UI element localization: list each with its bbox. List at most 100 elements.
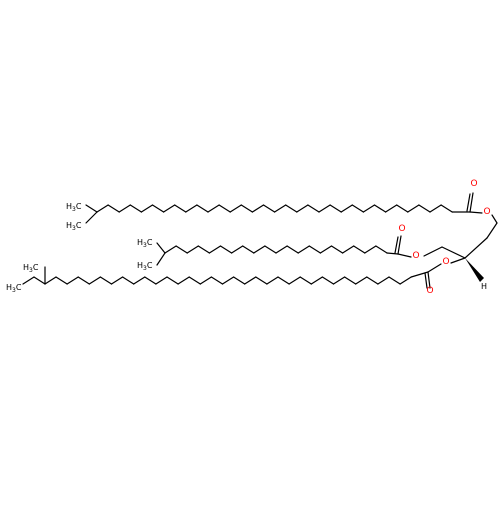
chain1-bond-6 xyxy=(163,204,176,213)
chain2-bond-12 xyxy=(297,245,310,254)
label-layer: O O O O O O H H3C H3C H3C H3C H3C H3C xyxy=(6,179,491,296)
chain1-bond-14 xyxy=(251,204,265,213)
chain1-ester-oxygen: O xyxy=(483,207,490,217)
chain1-bond-27 xyxy=(396,204,409,213)
chain2-bond-18 xyxy=(364,245,377,254)
glycerol-c2-c3 xyxy=(441,246,466,259)
chain2-c-o xyxy=(397,253,412,258)
chain1-methyl-upper: H3C xyxy=(66,202,82,213)
chain2-bond-13 xyxy=(308,245,321,254)
chain3-bond-14 xyxy=(199,276,212,285)
chain3-bond-25 xyxy=(321,276,335,285)
chain1-bond-9 xyxy=(196,204,209,213)
chain3-bond-21 xyxy=(277,276,290,285)
chain2-bond-15 xyxy=(330,245,344,254)
chain3-ethyl-b xyxy=(33,276,46,285)
chain3-bond-11 xyxy=(166,276,179,285)
chain1-bond-8 xyxy=(185,204,198,213)
chain1-branch-lower xyxy=(85,211,98,224)
glycerol-c1-c2 xyxy=(464,237,488,259)
chain2-bond-19 xyxy=(375,245,388,254)
chain2-bond-5 xyxy=(219,245,233,254)
chain1-carbonyl-a xyxy=(469,192,474,213)
chain2-bond-14 xyxy=(319,245,333,254)
glycerol-c3-o xyxy=(423,246,443,257)
chain3-methyl-upper: H3C xyxy=(6,283,22,294)
chain1-bond-24 xyxy=(362,204,376,213)
chain3-bond-9 xyxy=(144,276,157,285)
chain2-bond-0 xyxy=(164,245,177,254)
chain3-bond-31 xyxy=(388,276,401,285)
chain2-methyl-lower: H3C xyxy=(137,261,153,272)
chain2-ester-oxygen: O xyxy=(412,251,419,261)
chain1-carbonyl-b xyxy=(466,193,471,212)
chain3-bond-8 xyxy=(133,276,146,285)
chain3-bond-22 xyxy=(288,276,301,285)
chain3-bond-6 xyxy=(110,276,124,285)
chain3-bond-5 xyxy=(99,276,113,285)
chain3-bond-18 xyxy=(244,276,257,285)
chain1-bond-31 xyxy=(440,204,453,213)
chain1-bond-23 xyxy=(351,204,364,213)
chain3-bond-23 xyxy=(299,276,312,285)
chain2-methyl-upper: H3C xyxy=(137,238,153,249)
chain1-bond-10 xyxy=(207,204,220,213)
chain2-bond-8 xyxy=(253,245,266,254)
chain1-bond-15 xyxy=(262,204,276,213)
chain1-bond-1 xyxy=(107,204,120,213)
chain1-bond-3 xyxy=(129,204,142,213)
chain1-carbonyl-oxygen: O xyxy=(470,179,477,189)
chain3-carbonyl-a xyxy=(427,271,431,289)
chain1-ch2-glycerol xyxy=(486,222,498,239)
chain1-bond-11 xyxy=(218,204,231,213)
chain1-bond-19 xyxy=(307,204,320,213)
chain2-carbonyl-a xyxy=(397,235,402,255)
chain3-ethyl-a xyxy=(22,276,35,285)
chain3-c-o xyxy=(427,263,442,273)
chain1-bond-25 xyxy=(373,204,387,213)
chain1-bond-21 xyxy=(329,204,342,213)
chain1-bond-30 xyxy=(429,204,442,213)
chain1-bond-4 xyxy=(140,204,154,213)
chain3-bond-27 xyxy=(344,276,357,285)
chain1-bond-0 xyxy=(96,204,109,213)
chain2-bond-6 xyxy=(231,245,244,254)
chain3-bond-20 xyxy=(266,276,279,285)
chain3-bond-30 xyxy=(377,276,390,285)
chain3-bond-29 xyxy=(366,276,379,285)
chain1-c-o xyxy=(469,211,483,214)
chain3-bond-2 xyxy=(66,276,79,285)
chain3-bond-19 xyxy=(255,276,268,285)
chain2-bond-17 xyxy=(353,245,366,254)
chain1-bond-7 xyxy=(174,204,187,213)
chain1-methyl-lower: H3C xyxy=(66,221,82,232)
chain3-bond-0 xyxy=(44,276,57,285)
stereo-wedge-bond xyxy=(465,258,484,282)
chain3-bond-28 xyxy=(355,276,368,285)
chain3-carbonyl-b xyxy=(424,272,428,289)
chain1-bond-5 xyxy=(151,204,165,213)
glycerol-c2-o xyxy=(450,257,466,264)
chain3-bond-10 xyxy=(155,276,168,285)
stereo-hydrogen: H xyxy=(481,282,487,291)
chain3-bond-26 xyxy=(332,276,346,285)
chain3-bond-13 xyxy=(188,276,201,285)
chain3-carbonyl-oxygen: O xyxy=(426,286,433,296)
chain1-bond-29 xyxy=(418,204,431,213)
chain2-bond-9 xyxy=(264,245,277,254)
chain1-bond-2 xyxy=(118,204,131,213)
chain1-o-ch2 xyxy=(491,214,498,224)
chain3-bond-7 xyxy=(121,276,135,285)
chain3-bond-15 xyxy=(210,276,224,285)
chain1-bond-20 xyxy=(318,204,331,213)
chain3-bond-4 xyxy=(88,276,102,285)
chain2-bond-1 xyxy=(175,245,188,254)
chain2-bond-2 xyxy=(186,245,199,254)
chain2-bond-16 xyxy=(342,245,355,254)
chain1-bond-28 xyxy=(407,204,420,213)
chain2-bond-11 xyxy=(286,245,299,254)
chain2-carbonyl-oxygen: O xyxy=(398,224,405,234)
chain2-branch-lower xyxy=(156,252,166,266)
chain2-bond-3 xyxy=(197,245,210,254)
